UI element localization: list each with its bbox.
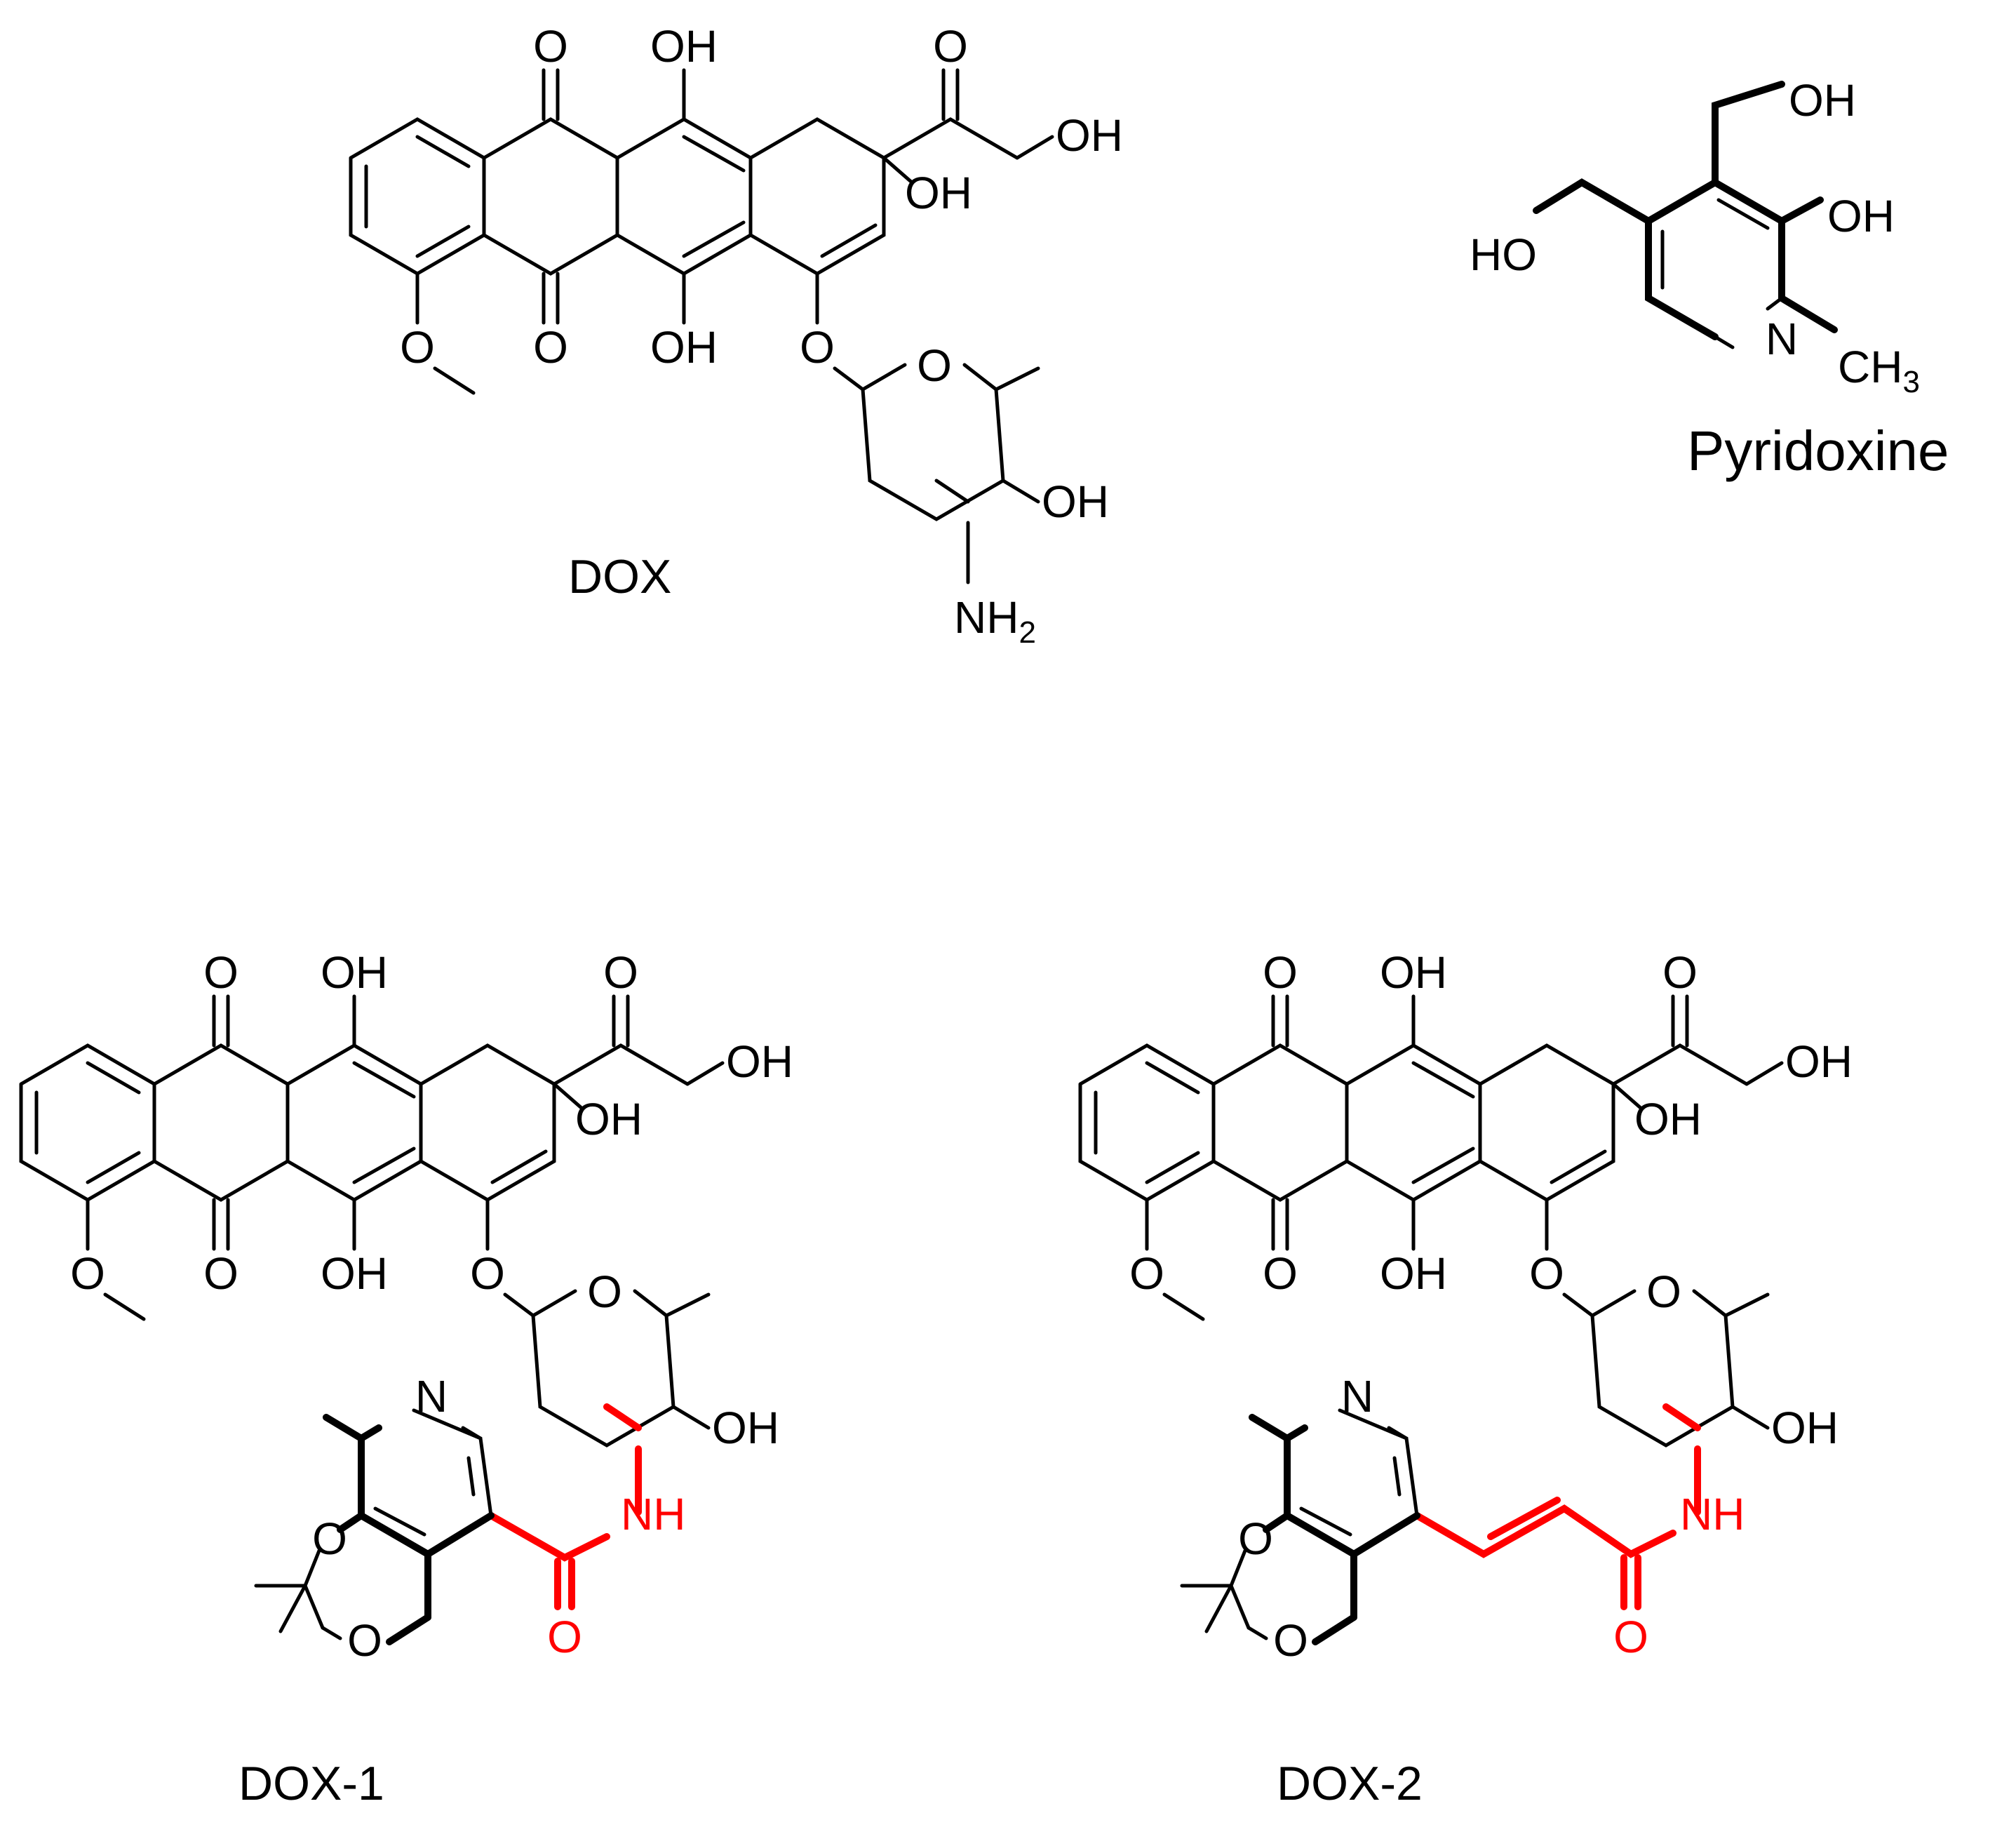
pyridoxine-phenol: OH (1827, 191, 1895, 241)
dox2-amide-nh: NH (1680, 1489, 1745, 1539)
dox2-label: DOX-2 (1277, 1757, 1423, 1810)
pyridoxine-hydroxyl-left: HO (1470, 229, 1537, 280)
dox-structure: NH2 DOX (351, 21, 1123, 650)
pyridoxine-hydroxyl-top: OH (1789, 75, 1856, 126)
dox1-structure: NH O DOX-1 (21, 947, 793, 1810)
pyridoxine-methyl: CH3 (1838, 342, 1920, 399)
pyridoxine-nitrogen: N (1766, 314, 1798, 364)
dox-label: DOX (568, 550, 671, 603)
dox2-structure: NH O DOX-2 (1080, 947, 1853, 1810)
dox1-amide-nh: NH (621, 1489, 685, 1539)
dox1-label: DOX-1 (238, 1757, 384, 1810)
amine-group: NH2 (954, 592, 1036, 650)
dox2-amide-oxygen: O (1613, 1612, 1648, 1662)
pyridoxine-structure: N OH OH HO CH3 Pyridoxine (1470, 75, 1949, 482)
dox1-amide-oxygen: O (547, 1612, 582, 1662)
pyridoxine-label: Pyridoxine (1687, 420, 1949, 482)
